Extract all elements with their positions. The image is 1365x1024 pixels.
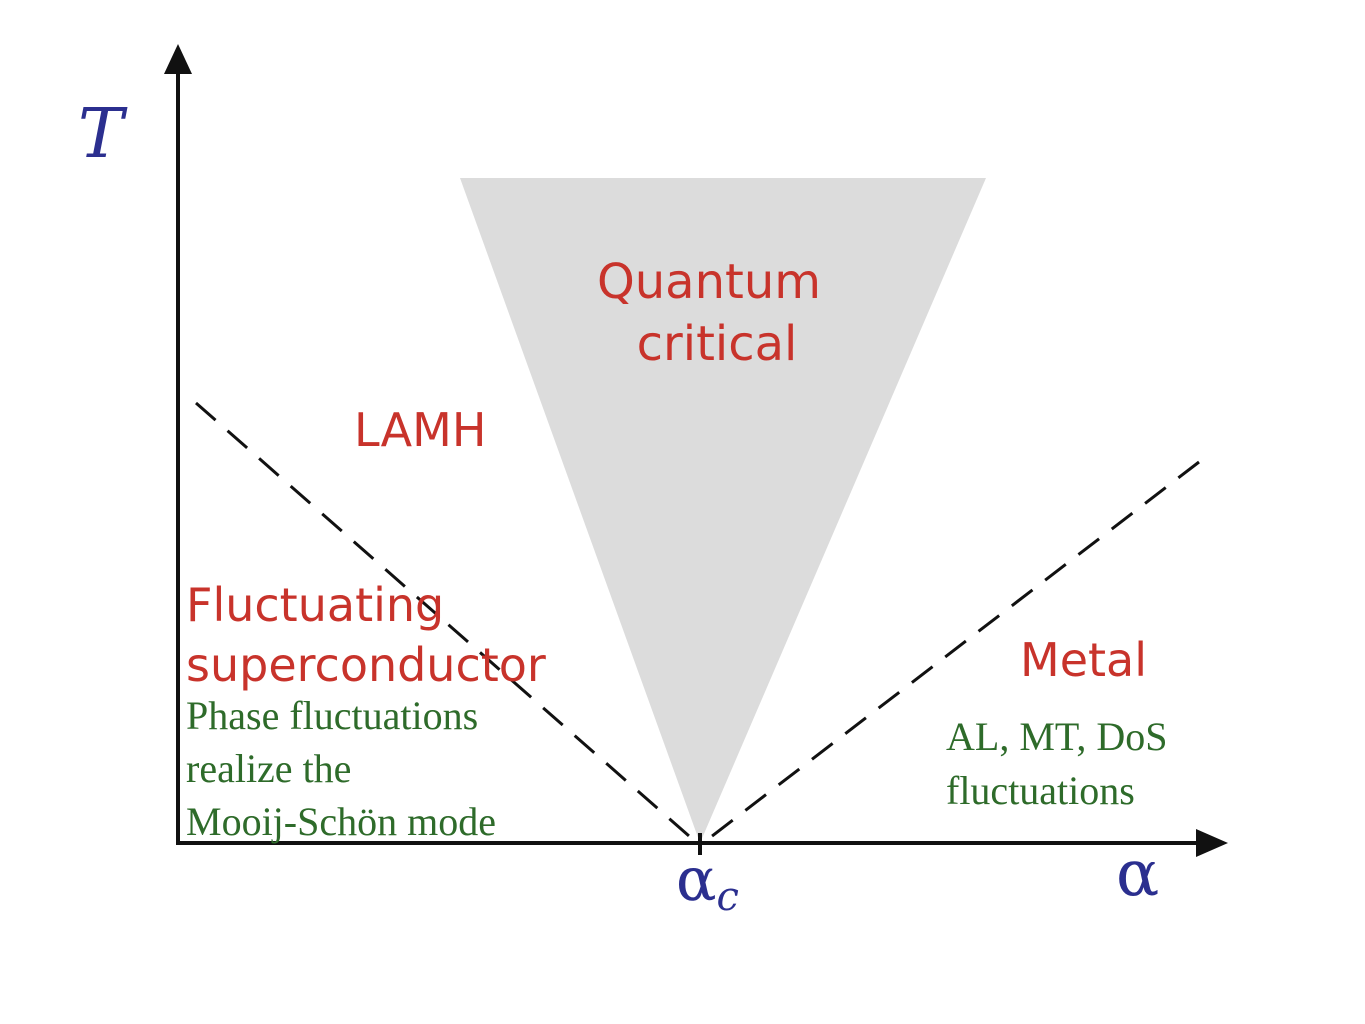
critical-point-label: αc <box>676 845 739 920</box>
metal-note-line1: AL, MT, DoS <box>946 714 1167 759</box>
superconductor-note-line1: Phase fluctuations <box>186 693 478 738</box>
quantum-critical-fan <box>460 178 986 843</box>
quantum-critical-label-line1: Quantum <box>597 254 821 310</box>
superconductor-note-line2: realize the <box>186 746 351 791</box>
critical-point-subscript: c <box>717 874 739 920</box>
x-axis-label: α <box>1116 837 1159 911</box>
superconductor-note-line3: Mooij-Schön mode <box>186 799 496 844</box>
left-crossover-line <box>195 401 698 845</box>
lamh-label: LAMH <box>354 403 486 457</box>
metal-label: Metal <box>1020 633 1147 687</box>
y-axis-arrowhead <box>164 44 192 74</box>
fluctuating-superconductor-label-line1: Fluctuating <box>186 578 444 632</box>
quantum-critical-label-line2: critical <box>637 316 798 372</box>
y-axis-label: T <box>78 95 128 174</box>
fluctuating-superconductor-label-line2: superconductor <box>186 638 546 692</box>
metal-note-line2: fluctuations <box>946 768 1135 813</box>
x-axis-arrowhead <box>1196 829 1228 857</box>
critical-point-symbol: α <box>676 845 717 915</box>
right-crossover-line <box>702 460 1200 845</box>
